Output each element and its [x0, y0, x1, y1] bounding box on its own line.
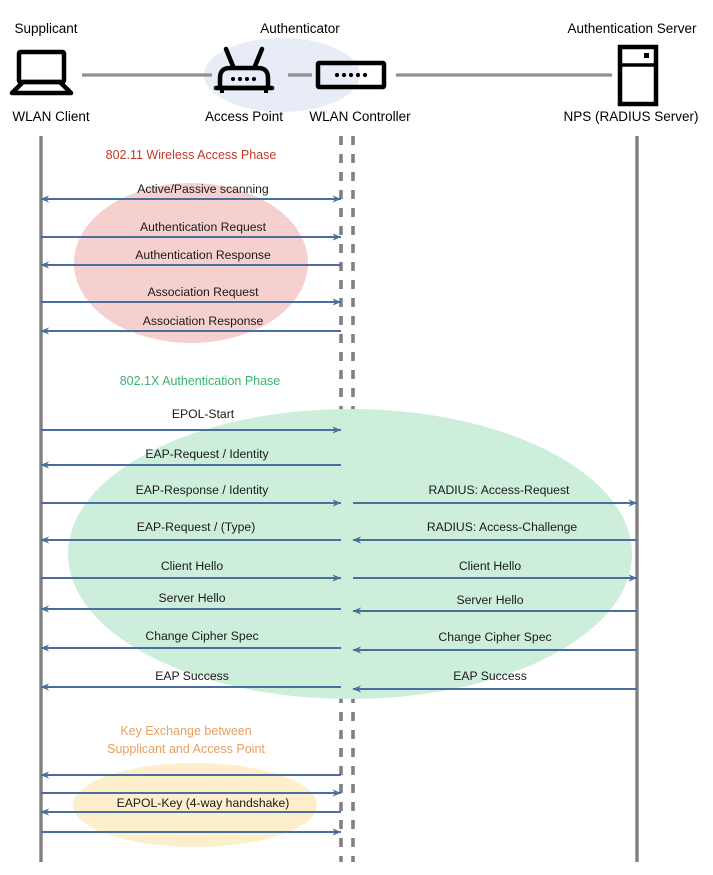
- msg-label-client-hello-right: Client Hello: [459, 559, 522, 573]
- access-point-icon: [213, 46, 275, 93]
- msg-label-eap-request-identity: EAP-Request / Identity: [145, 447, 269, 461]
- actor-name-wlan-client: WLAN Client: [12, 109, 90, 124]
- msg-label-active-passive-scanning: Active/Passive scanning: [137, 182, 268, 196]
- msg-label-eap-response-identity: EAP-Response / Identity: [136, 483, 270, 497]
- laptop-icon: [9, 49, 74, 96]
- phase-label-80211: 802.11 Wireless Access Phase: [106, 148, 277, 162]
- phase-8021x-ellipse: [68, 409, 632, 699]
- msg-label-eap-success-left: EAP Success: [155, 669, 229, 683]
- actor-name-access-point: Access Point: [205, 109, 283, 124]
- phase-label-8021x: 802.1X Authentication Phase: [120, 374, 281, 388]
- wlan-controller-icon: [315, 60, 387, 90]
- phase-key-exchange-ellipse: [73, 763, 317, 847]
- actor-name-nps-radius: NPS (RADIUS Server): [563, 109, 698, 124]
- server-icon: [617, 44, 659, 107]
- msg-label-radius-access-request: RADIUS: Access-Request: [429, 483, 570, 497]
- msg-label-eap-request-type: EAP-Request / (Type): [137, 520, 256, 534]
- msg-label-authentication-response: Authentication Response: [135, 248, 271, 262]
- phase-label-key-exchange-line2: Supplicant and Access Point: [107, 742, 265, 756]
- actor-role-supplicant: Supplicant: [14, 21, 77, 36]
- msg-label-association-request: Association Request: [147, 285, 259, 299]
- actor-role-authenticator: Authenticator: [260, 21, 340, 36]
- actor-name-wlan-controller: WLAN Controller: [309, 109, 411, 124]
- msg-label-radius-access-challenge: RADIUS: Access-Challenge: [427, 520, 578, 534]
- msg-label-change-cipher-spec-left: Change Cipher Spec: [145, 629, 258, 643]
- msg-label-epol-start: EPOL-Start: [172, 407, 235, 421]
- msg-label-server-hello-right: Server Hello: [456, 593, 523, 607]
- msg-label-eapol-key-handshake: EAPOL-Key (4-way handshake): [117, 796, 290, 810]
- msg-label-change-cipher-spec-right: Change Cipher Spec: [438, 630, 551, 644]
- msg-label-server-hello-left: Server Hello: [158, 591, 225, 605]
- msg-label-authentication-request: Authentication Request: [140, 220, 267, 234]
- actor-role-auth-server: Authentication Server: [567, 21, 697, 36]
- msg-label-association-response: Association Response: [143, 314, 264, 328]
- msg-label-eap-success-right: EAP Success: [453, 669, 527, 683]
- authenticator-halo-ellipse: [204, 38, 360, 112]
- phase-label-key-exchange-line1: Key Exchange between: [120, 724, 251, 738]
- msg-label-client-hello-left: Client Hello: [161, 559, 224, 573]
